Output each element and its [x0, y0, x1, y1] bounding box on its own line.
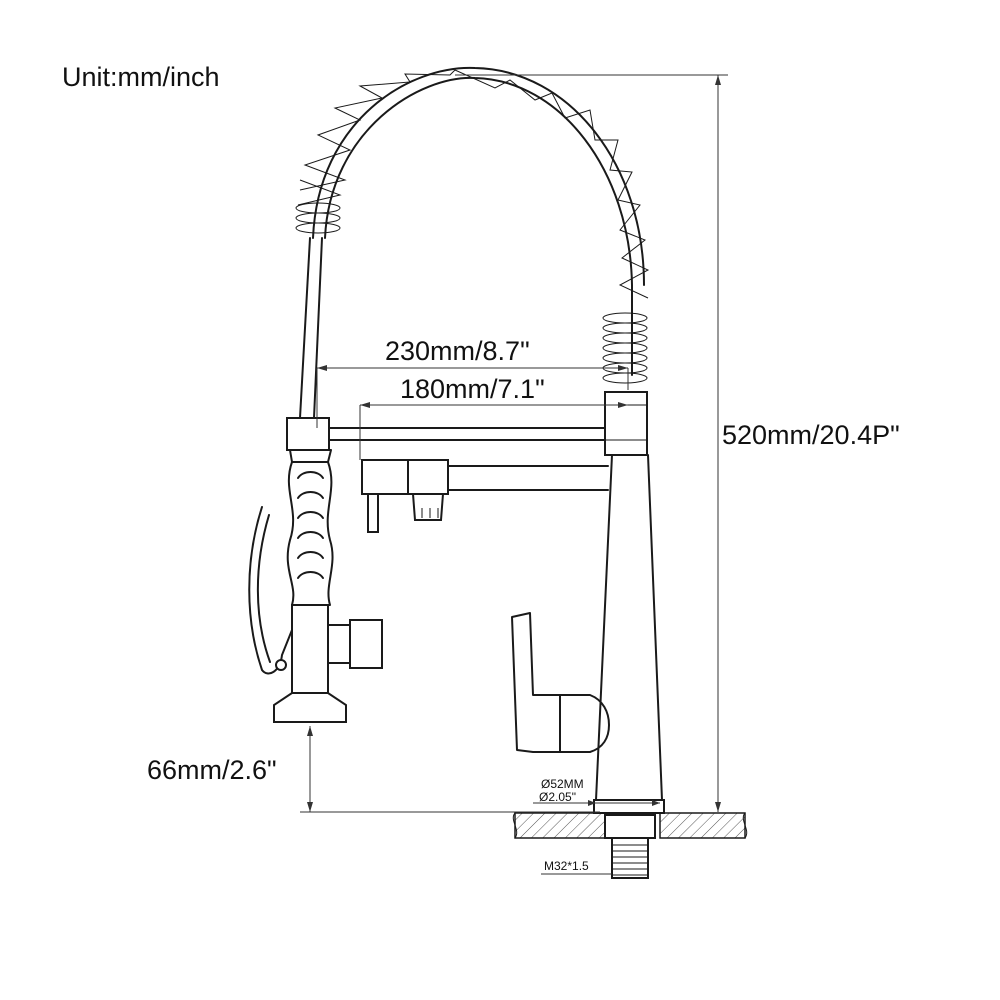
sprayer-height-label: 66mm/2.6"	[147, 755, 277, 785]
counter-top	[512, 812, 748, 839]
dimension-total-height: 520mm/20.4P"	[455, 74, 900, 812]
thread-callout: M32*1.5	[541, 859, 612, 875]
lever-handle	[511, 612, 610, 753]
mounting-shank	[604, 814, 656, 879]
body-reach-label: 180mm/7.1"	[400, 374, 545, 404]
faucet-body	[593, 391, 665, 814]
total-height-label: 520mm/20.4P"	[722, 420, 900, 450]
spout-reach-label: 230mm/8.7"	[385, 336, 530, 366]
dimension-spout-reach: 230mm/8.7"	[316, 336, 629, 428]
sprayer-head	[248, 449, 383, 723]
coil-upper-wraps	[295, 202, 341, 234]
secondary-spout	[361, 459, 609, 533]
spout-arm	[286, 417, 606, 451]
coil-lower-wraps	[602, 312, 648, 384]
unit-label: Unit:mm/inch	[62, 62, 220, 92]
thread-label: M32*1.5	[544, 859, 589, 873]
dimension-base-diameter: Ø52MM Ø2.05"	[533, 777, 660, 806]
spring-coil	[295, 66, 650, 384]
base-diameter-mm: Ø52MM	[541, 777, 584, 791]
base-diameter-in: Ø2.05"	[539, 790, 576, 804]
dimension-sprayer-height: 66mm/2.6"	[147, 726, 600, 813]
sprayer-hose	[299, 237, 323, 419]
dimension-body-reach: 180mm/7.1"	[359, 374, 628, 460]
